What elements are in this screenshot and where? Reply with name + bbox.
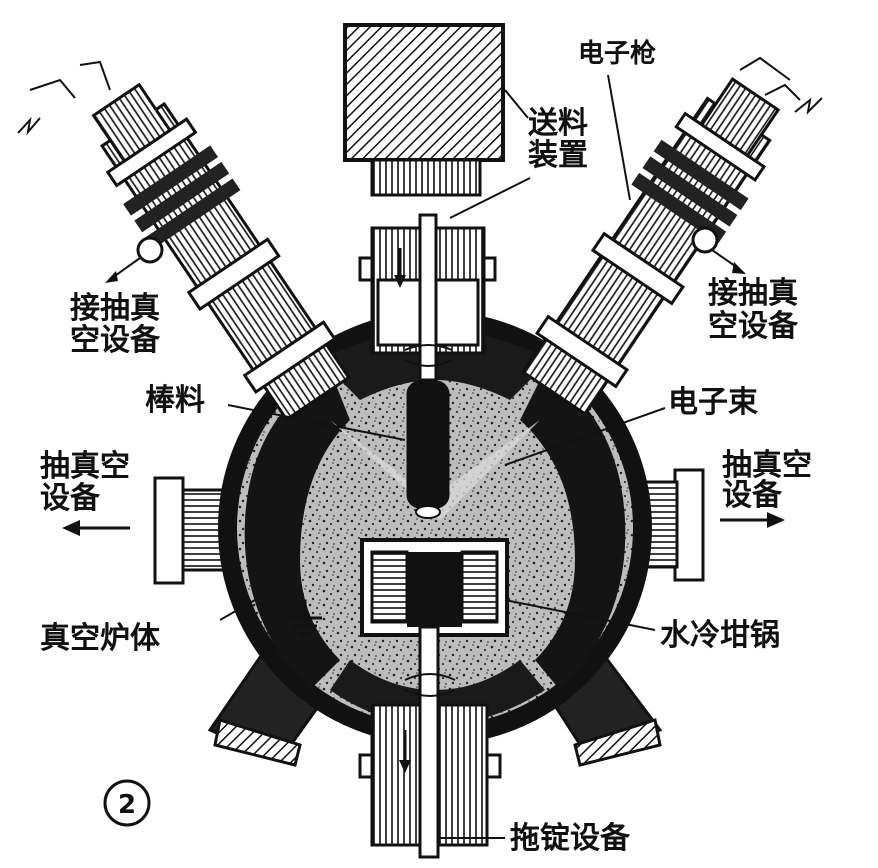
label-vacuum-left-line2: 设备 xyxy=(40,481,101,516)
feed-rod xyxy=(404,213,453,382)
electron-gun-right xyxy=(520,56,823,417)
label-ingot-withdrawal: 拖锭设备 xyxy=(510,821,631,856)
arrow-down-icon xyxy=(399,730,411,773)
label-water-cooled-crucible: 水冷坩锅 xyxy=(660,618,780,653)
label-electron-gun: 电子枪 xyxy=(578,38,656,69)
label-furnace-body: 真空炉体 xyxy=(40,621,161,656)
label-vacuum-left-top-line1: 接抽真 xyxy=(70,291,160,326)
ground-icon xyxy=(288,600,322,636)
arrow-down-icon xyxy=(394,248,406,288)
leader-feeder-box xyxy=(504,89,529,119)
arrow-left-icon xyxy=(62,520,130,536)
label-vacuum-right-top-line1: 接抽真 xyxy=(708,276,798,311)
label-vacuum-left-top-line2: 空设备 xyxy=(70,323,161,358)
leader-furnace-body xyxy=(219,599,256,621)
leader-bar-stock xyxy=(227,404,406,441)
label-vacuum-right-top-line2: 空设备 xyxy=(708,309,799,344)
electron-gun-left xyxy=(17,60,351,422)
leader-crucible xyxy=(504,599,656,631)
label-feeder-line1: 送料 xyxy=(528,106,588,141)
figure-number-text: 2 xyxy=(118,790,136,820)
leader-electron-gun xyxy=(607,74,631,201)
label-feeder-line2: 装置 xyxy=(528,138,588,173)
feeder-box xyxy=(343,23,505,197)
arrow-right-icon xyxy=(720,512,785,528)
label-vacuum-left-line1: 抽真空 xyxy=(40,449,130,484)
bar-stock xyxy=(406,380,450,519)
withdrawal-rod xyxy=(404,625,456,859)
water-cooled-crucible xyxy=(360,538,509,637)
label-bar-stock: 棒料 xyxy=(145,383,205,418)
leader-feeder xyxy=(449,177,531,219)
figure-number: 2 xyxy=(103,779,151,827)
furnace-body-sphere xyxy=(218,311,652,745)
label-vacuum-right-line1: 抽真空 xyxy=(722,448,812,483)
label-electron-beam: 电子束 xyxy=(668,385,758,420)
leader-electron-beam xyxy=(504,407,666,466)
label-vacuum-right-line2: 设备 xyxy=(722,478,783,513)
